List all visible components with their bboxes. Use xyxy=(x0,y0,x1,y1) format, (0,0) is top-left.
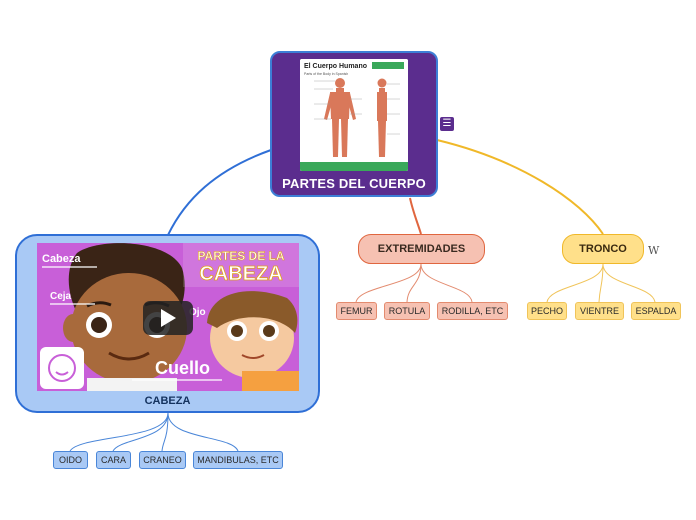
banner-bg xyxy=(182,243,299,287)
leaf-cara-label: CARA xyxy=(100,455,126,465)
connector-tronco xyxy=(436,139,604,235)
connector-rodilla xyxy=(420,263,473,303)
leaf-mandibulas[interactable]: MANDIBULAS, ETC xyxy=(193,451,283,469)
human-body-illustration: El Cuerpo Humano Parts of the Body in Sp… xyxy=(300,59,408,171)
image-badge xyxy=(372,62,404,69)
leaf-rodilla[interactable]: RODILLA, ETC xyxy=(437,302,508,320)
connector-oido xyxy=(69,412,169,452)
leaf-vientre-label: VIENTRE xyxy=(579,306,619,316)
central-topic-label: PARTES DEL CUERPO xyxy=(282,176,426,191)
branch-tronco[interactable]: TRONCO xyxy=(562,234,644,264)
connector-craneo xyxy=(161,412,169,452)
leaf-oido[interactable]: OIDO xyxy=(53,451,88,469)
channel-logo-face xyxy=(47,354,76,382)
leaf-pecho-label: PECHO xyxy=(530,306,563,316)
banner-main-text: CABEZA xyxy=(199,263,282,285)
connector-vientre xyxy=(598,263,604,303)
leaf-craneo-label: CRANEO xyxy=(143,455,182,465)
cabeza-illustration: PARTES DE LA CABEZA Cabeza Ceja Ojo Cuel… xyxy=(36,243,299,391)
connector-pecho xyxy=(546,263,604,303)
wikipedia-icon[interactable]: W xyxy=(648,244,660,257)
leaf-oido-label: OIDO xyxy=(58,455,82,465)
branch-cabeza-label: CABEZA xyxy=(144,395,191,407)
branch-tronco-label: TRONCO xyxy=(579,243,627,255)
channel-logo-smile xyxy=(54,371,69,376)
branch-extremidades[interactable]: EXTREMIDADES xyxy=(358,234,485,264)
note-icon[interactable]: ☰ xyxy=(440,117,454,131)
branch-cabeza[interactable]: PARTES DE LA CABEZA Cabeza Ceja Ojo Cuel… xyxy=(15,234,320,413)
tag-cabeza: Cabeza xyxy=(42,253,81,265)
cabeza-video-thumbnail[interactable]: PARTES DE LA CABEZA Cabeza Ceja Ojo Cuel… xyxy=(36,243,299,391)
connector-cabeza xyxy=(167,149,272,236)
play-icon[interactable] xyxy=(160,309,176,327)
leaf-femur[interactable]: FEMUR xyxy=(336,302,377,320)
leaf-espalda-label: ESPALDA xyxy=(635,306,677,316)
girl-figure xyxy=(206,291,299,391)
connector-femur xyxy=(355,263,422,303)
leaf-femur-label: FEMUR xyxy=(340,306,373,316)
tag-ceja: Ceja xyxy=(50,291,72,302)
tag-ojo: Ojo xyxy=(189,307,206,318)
leaf-cara[interactable]: CARA xyxy=(96,451,131,469)
boy-figure xyxy=(62,243,187,391)
leaf-rotula[interactable]: ROTULA xyxy=(384,302,430,320)
connector-extremidades xyxy=(409,197,422,235)
leaf-craneo[interactable]: CRANEO xyxy=(139,451,186,469)
image-footer xyxy=(300,162,408,171)
figure-side xyxy=(377,78,387,157)
tag-cuello: Cuello xyxy=(155,358,210,378)
label-lines xyxy=(314,80,400,135)
connector-mandibulas xyxy=(167,412,239,452)
leaf-rotula-label: ROTULA xyxy=(388,306,426,316)
leaf-rodilla-label: RODILLA, ETC xyxy=(441,306,504,316)
leaf-mandibulas-label: MANDIBULAS, ETC xyxy=(197,455,279,465)
figure-front xyxy=(324,78,356,157)
image-subtitle: Parts of the Body in Spanish xyxy=(304,72,348,76)
connector-espalda xyxy=(602,263,656,303)
image-title: El Cuerpo Humano xyxy=(304,63,367,70)
leaf-vientre[interactable]: VIENTRE xyxy=(575,302,624,320)
branch-extremidades-label: EXTREMIDADES xyxy=(377,243,466,255)
central-topic[interactable]: El Cuerpo Humano Parts of the Body in Sp… xyxy=(270,51,438,197)
connector-cara xyxy=(112,412,169,452)
human-body-image: El Cuerpo Humano Parts of the Body in Sp… xyxy=(300,59,408,171)
leaf-espalda[interactable]: ESPALDA xyxy=(631,302,681,320)
banner-top-text: PARTES DE LA xyxy=(197,249,284,263)
connector-rotula xyxy=(406,263,422,303)
leaf-pecho[interactable]: PECHO xyxy=(527,302,567,320)
